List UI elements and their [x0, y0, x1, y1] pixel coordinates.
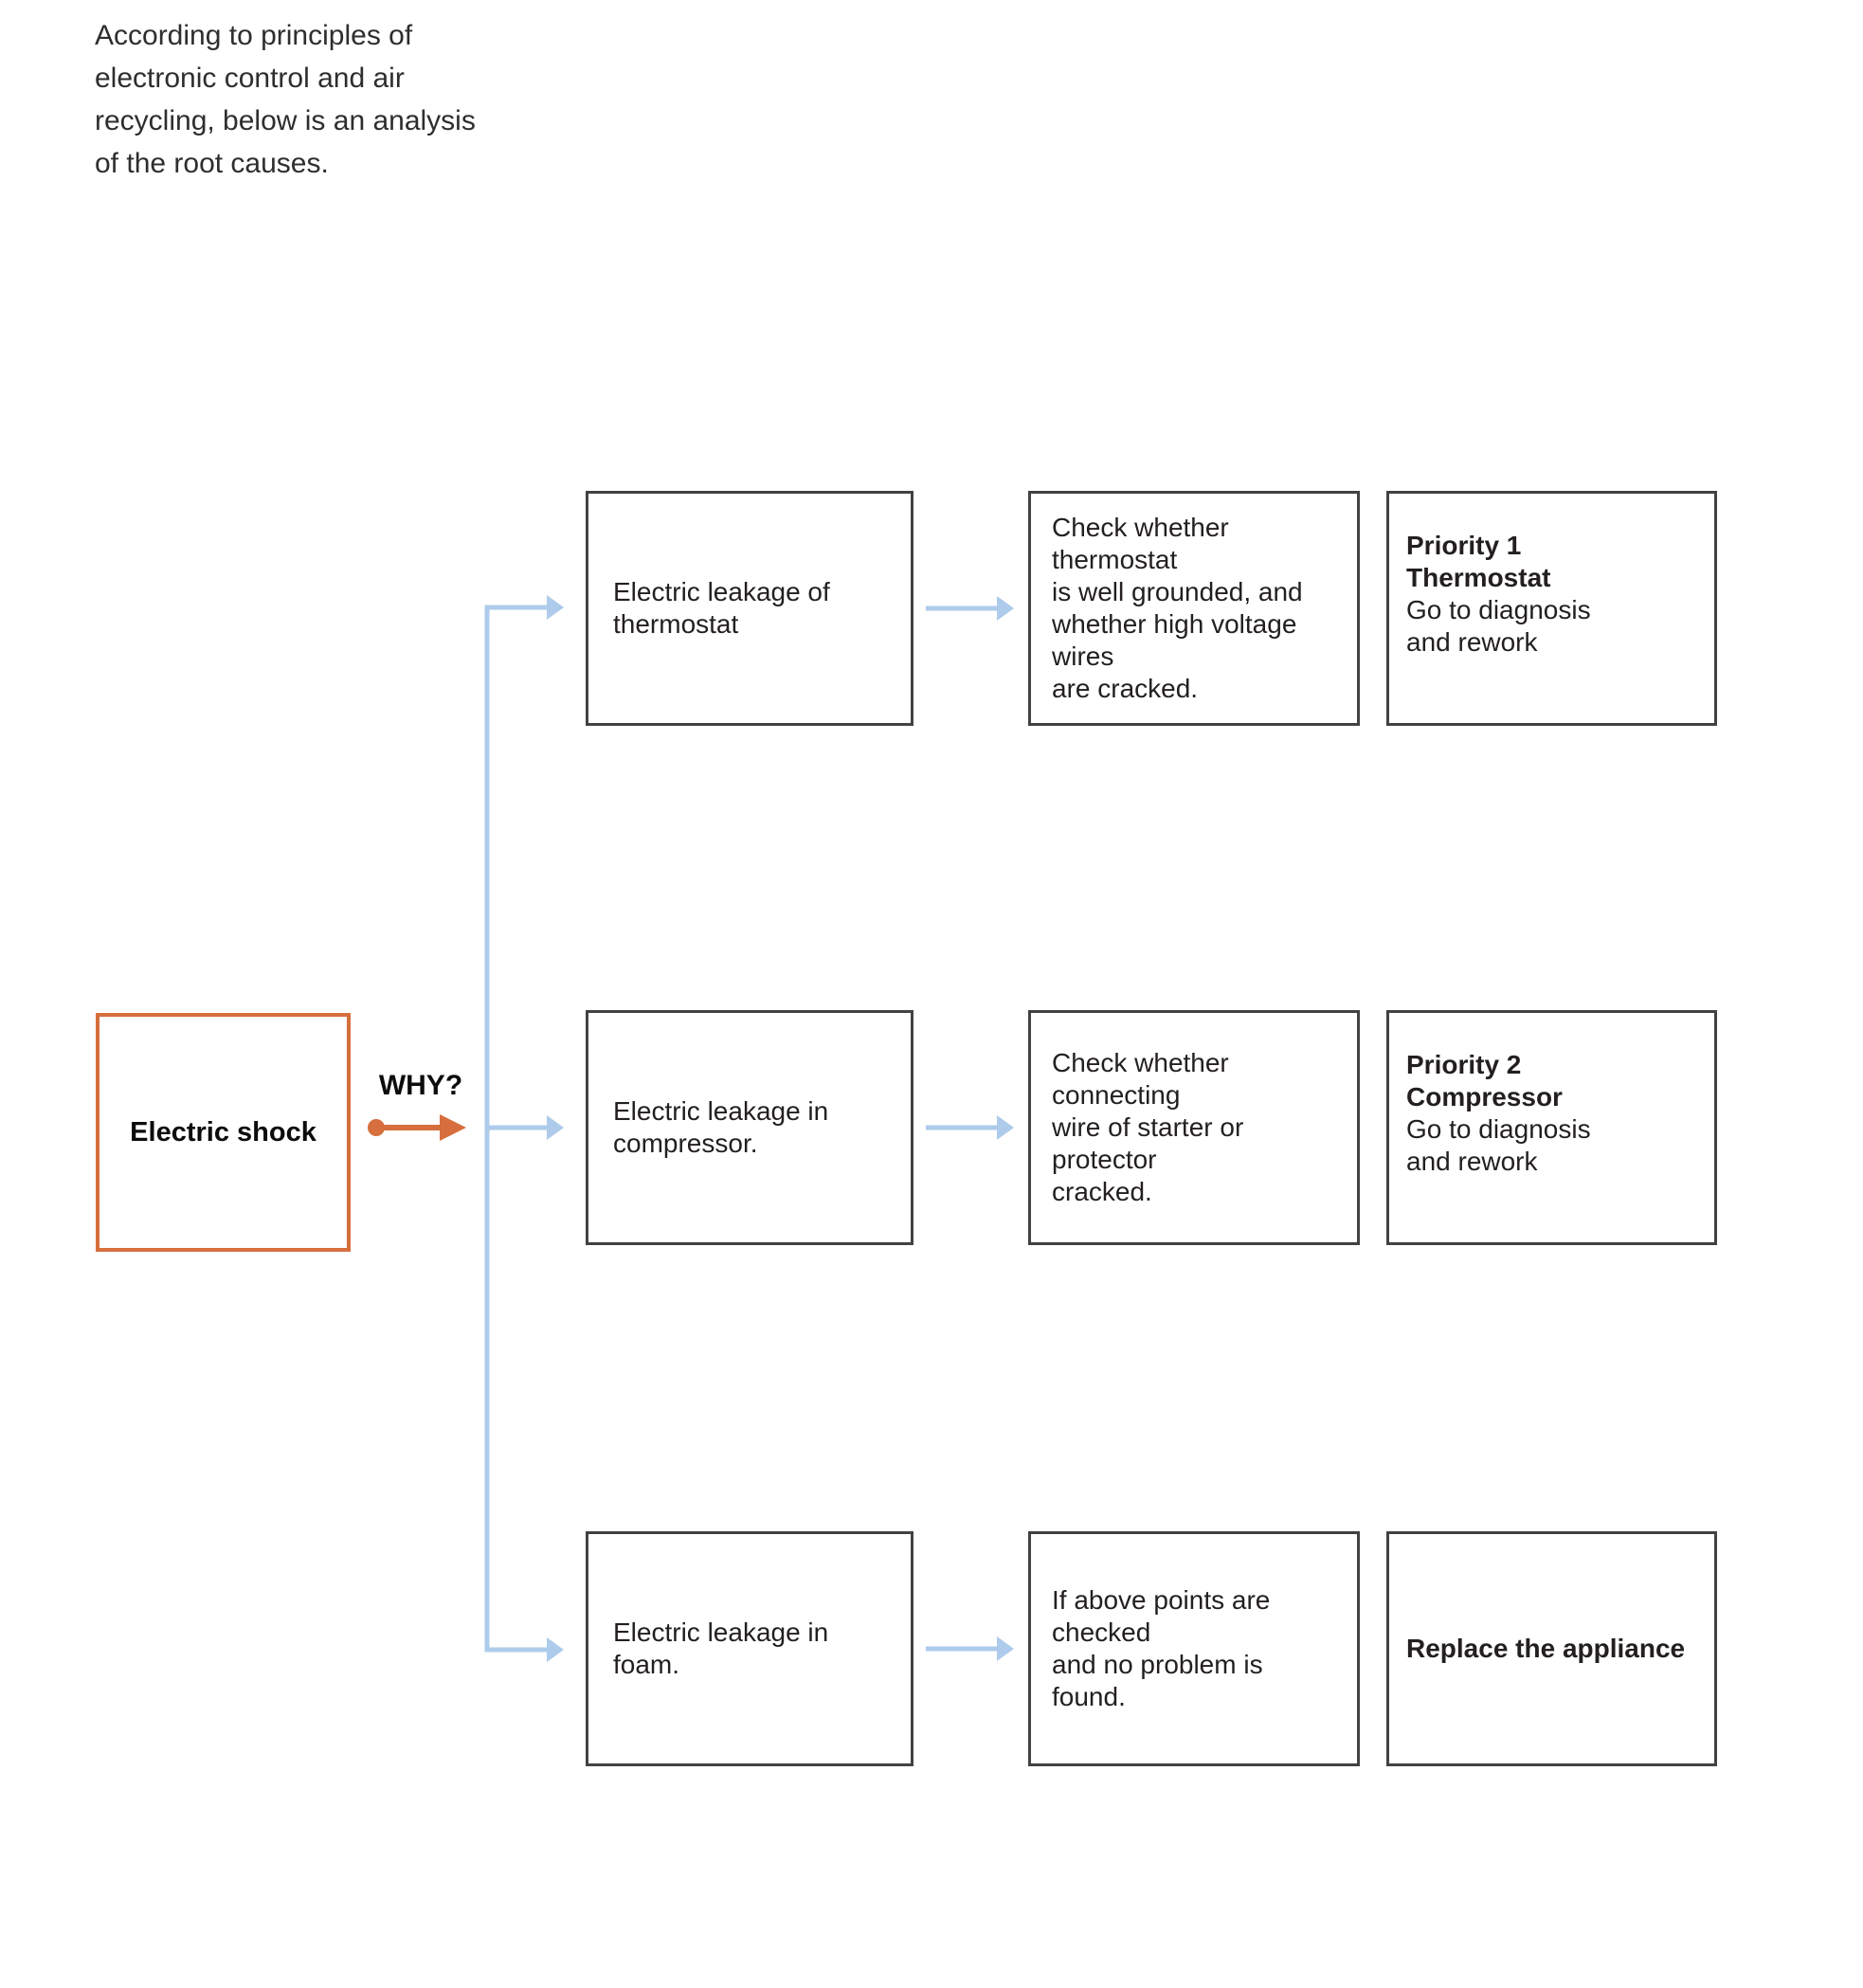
box-text-line: and no problem is found. [1052, 1650, 1263, 1711]
action-box-thermostat: Priority 1 Thermostat Go to diagnosis an… [1386, 491, 1717, 726]
check-box-thermostat: Check whether thermostat is well grounde… [1028, 491, 1360, 726]
box-text-line: thermostat [613, 609, 739, 639]
intro-text: According to principles of electronic co… [95, 14, 476, 185]
box-text-line: Check whether thermostat [1052, 513, 1229, 574]
box-text-line: wire of starter or protector [1052, 1112, 1244, 1174]
priority-label: Priority 1 [1406, 531, 1522, 560]
box-text-line: Go to diagnosis [1406, 595, 1591, 624]
box-text-line: and rework [1406, 627, 1538, 657]
box-text-line: compressor. [613, 1129, 758, 1158]
check-box-foam: If above points are checked and no probl… [1028, 1531, 1360, 1766]
box-text-line: is well grounded, and [1052, 577, 1303, 606]
intro-line: recycling, below is an analysis [95, 105, 476, 136]
branch-arrow-thermostat [484, 595, 564, 620]
action-box-replace-appliance: Replace the appliance [1386, 1531, 1717, 1766]
branch-arrow-foam [484, 1637, 564, 1662]
box-text-line: whether high voltage wires [1052, 609, 1297, 671]
why-label: WHY? [378, 1070, 463, 1101]
cause-to-check-arrow-foam [926, 1636, 1014, 1661]
box-text-line: Electric leakage in foam. [613, 1618, 829, 1679]
priority-label: Priority 2 [1406, 1050, 1522, 1079]
why-arrow [368, 1114, 466, 1141]
action-box-compressor: Priority 2 Compressor Go to diagnosis an… [1386, 1010, 1717, 1245]
intro-line: of the root causes. [95, 148, 329, 179]
box-text-line: are cracked. [1052, 674, 1199, 703]
box-text-line: Electric leakage of [613, 577, 830, 606]
intro-line: electronic control and air [95, 63, 405, 94]
box-text-line: and rework [1406, 1147, 1538, 1176]
root-problem-box: Electric shock [96, 1013, 351, 1252]
cause-box-compressor: Electric leakage in compressor. [586, 1010, 913, 1245]
box-text-line: Check whether connecting [1052, 1048, 1229, 1110]
cause-to-check-arrow-thermostat [926, 596, 1014, 621]
box-text-line: Go to diagnosis [1406, 1114, 1591, 1144]
box-text-line: Electric leakage in [613, 1096, 829, 1126]
root-problem-label: Electric shock [130, 1116, 317, 1148]
check-box-compressor: Check whether connecting wire of starter… [1028, 1010, 1360, 1245]
component-label: Compressor [1406, 1082, 1563, 1111]
cause-to-check-arrow-compressor [926, 1115, 1014, 1140]
component-label: Thermostat [1406, 563, 1551, 592]
cause-box-foam: Electric leakage in foam. [586, 1531, 913, 1766]
box-text-line: If above points are checked [1052, 1585, 1271, 1647]
box-text-line: cracked. [1052, 1177, 1152, 1206]
box-text-line: Replace the appliance [1406, 1634, 1686, 1663]
branch-arrow-compressor [484, 1115, 564, 1140]
intro-line: According to principles of [95, 20, 413, 51]
cause-box-thermostat: Electric leakage of thermostat [586, 491, 913, 726]
